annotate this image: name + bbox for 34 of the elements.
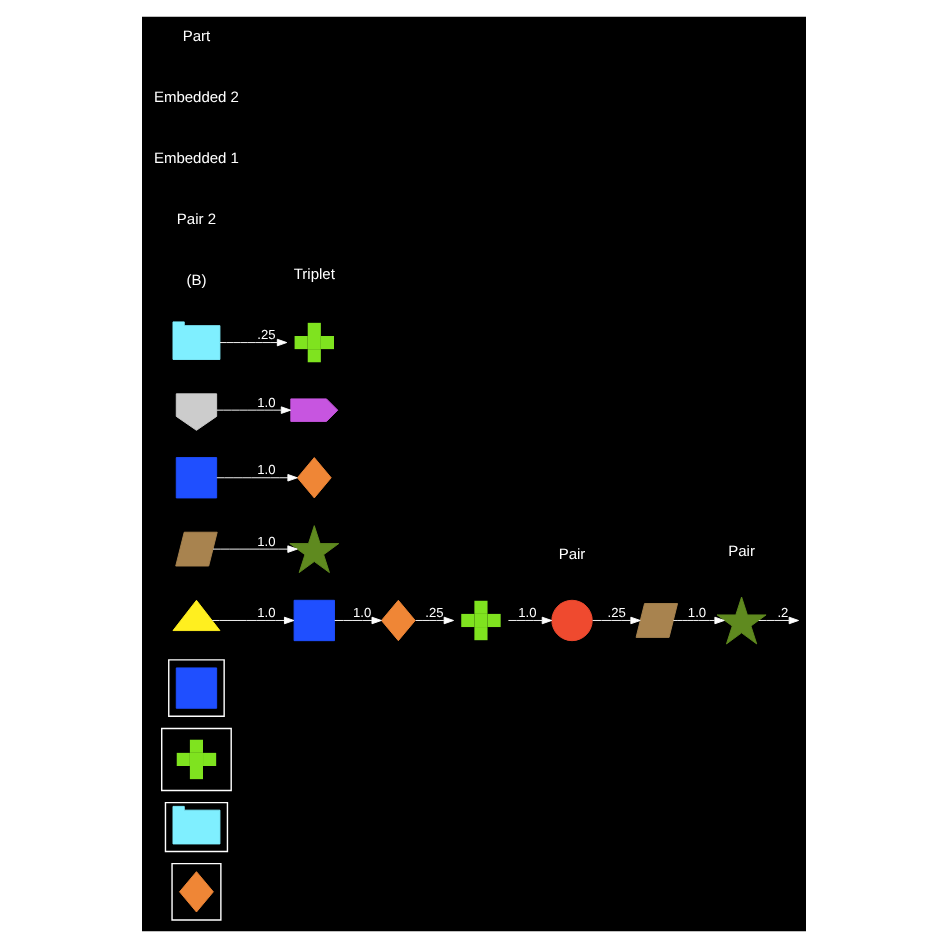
arrow (592, 616, 641, 625)
label: (B) (186, 271, 207, 290)
node-heart (175, 393, 218, 431)
label: Triplet (293, 264, 335, 283)
arrow (219, 338, 288, 347)
cluster (161, 727, 232, 792)
node-diamond (296, 457, 332, 499)
arrow (334, 616, 382, 625)
arrow (211, 616, 295, 625)
arrow (507, 616, 553, 625)
cluster (168, 659, 225, 717)
node-hourglass (175, 531, 218, 567)
label: Pair 2 (176, 210, 217, 229)
label: Part (182, 26, 211, 45)
arrow (672, 616, 725, 625)
label: Embedded 1 (153, 149, 240, 168)
node-diamond (179, 871, 214, 913)
label: Embedded 2 (153, 87, 240, 106)
arrow (216, 406, 292, 414)
node-chevron (290, 398, 339, 422)
node-triangle (172, 599, 221, 632)
node-diamond (380, 599, 416, 642)
label: Pair (558, 545, 586, 564)
arrow (212, 545, 298, 553)
node-hourglass (635, 603, 678, 638)
node-square (175, 457, 218, 499)
node-square (293, 599, 335, 642)
arrow (758, 616, 799, 625)
arrow (216, 474, 298, 482)
arrow (415, 616, 454, 625)
node-square (175, 667, 218, 709)
label: Pair (728, 542, 755, 561)
node-circle (551, 599, 593, 642)
cluster (171, 862, 222, 921)
